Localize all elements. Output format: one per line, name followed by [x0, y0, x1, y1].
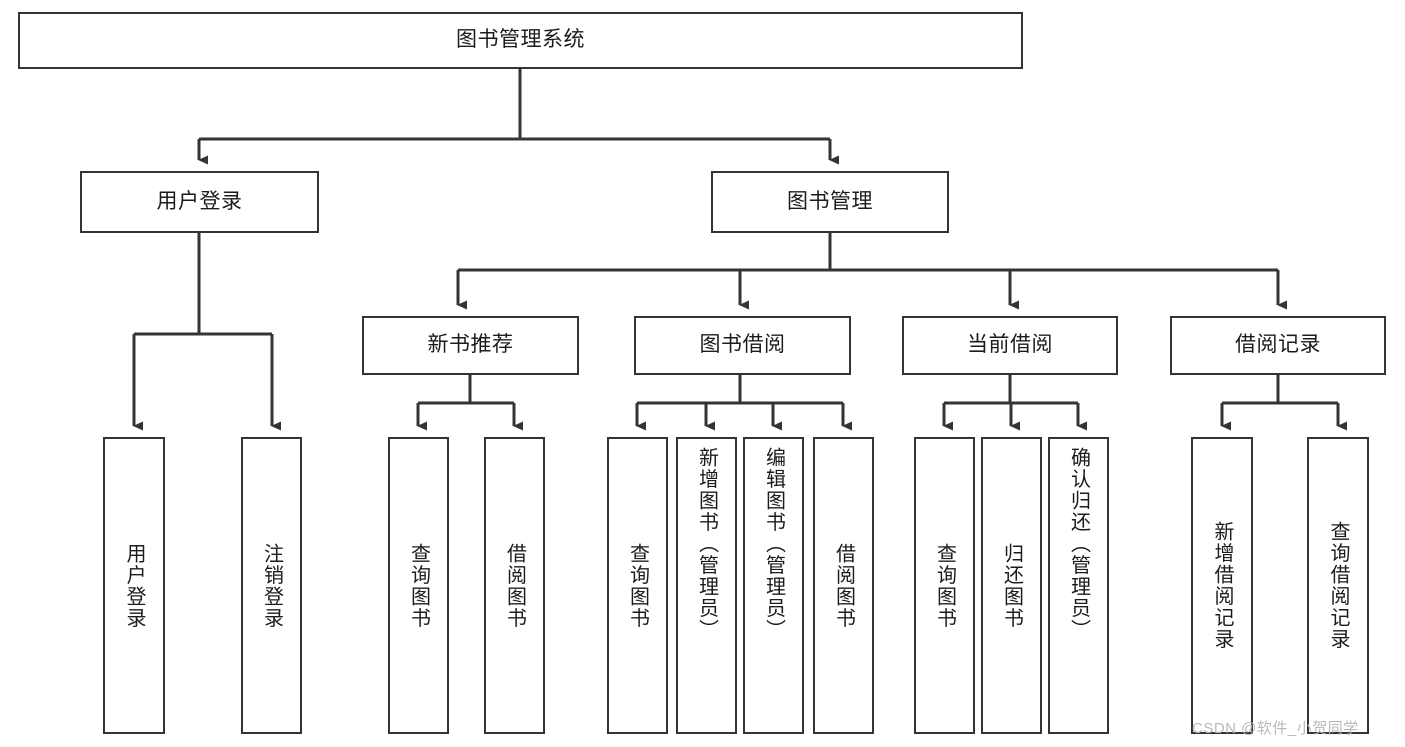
- node-leaf-add-book[interactable]: 新增图书（管理员）: [676, 437, 737, 734]
- node-book-borrow-label: 图书借阅: [699, 333, 786, 357]
- node-leaf-edit-book[interactable]: 编辑图书（管理员）: [743, 437, 804, 734]
- node-new-book-recommend-label: 新书推荐: [427, 333, 514, 357]
- node-leaf-query-book-3[interactable]: 查询图书: [914, 437, 975, 734]
- node-leaf-borrow-book-2-label: 借阅图书: [832, 542, 855, 629]
- node-book-borrow[interactable]: 图书借阅: [634, 316, 851, 375]
- node-book-management[interactable]: 图书管理: [711, 171, 949, 233]
- node-root-label: 图书管理系统: [456, 28, 585, 52]
- node-leaf-logout[interactable]: 注销登录: [241, 437, 302, 734]
- node-leaf-query-borrow-record-label: 查询借阅记录: [1327, 521, 1349, 650]
- node-user-login[interactable]: 用户登录: [80, 171, 319, 233]
- node-leaf-borrow-book-1[interactable]: 借阅图书: [484, 437, 545, 734]
- node-leaf-borrow-book-2[interactable]: 借阅图书: [813, 437, 874, 734]
- node-book-management-label: 图书管理: [787, 189, 873, 213]
- node-user-login-label: 用户登录: [156, 189, 243, 213]
- node-leaf-confirm-return-label: 确认归还（管理员）: [1067, 447, 1090, 641]
- node-leaf-user-login-label: 用户登录: [123, 542, 145, 629]
- node-leaf-add-book-label: 新增图书（管理员）: [695, 447, 718, 641]
- node-leaf-add-borrow-record-label: 新增借阅记录: [1211, 521, 1233, 650]
- node-leaf-user-login[interactable]: 用户登录: [103, 437, 165, 734]
- node-leaf-query-borrow-record[interactable]: 查询借阅记录: [1307, 437, 1369, 734]
- node-leaf-confirm-return[interactable]: 确认归还（管理员）: [1048, 437, 1109, 734]
- node-leaf-query-book-2[interactable]: 查询图书: [607, 437, 668, 734]
- node-borrow-record-label: 借阅记录: [1235, 333, 1321, 357]
- node-current-borrow[interactable]: 当前借阅: [902, 316, 1118, 375]
- node-new-book-recommend[interactable]: 新书推荐: [362, 316, 579, 375]
- node-leaf-query-book-1-label: 查询图书: [407, 542, 430, 629]
- node-leaf-borrow-book-1-label: 借阅图书: [503, 542, 526, 629]
- node-root[interactable]: 图书管理系统: [18, 12, 1023, 69]
- node-borrow-record[interactable]: 借阅记录: [1170, 316, 1386, 375]
- node-leaf-logout-label: 注销登录: [260, 542, 283, 629]
- node-leaf-return-book[interactable]: 归还图书: [981, 437, 1042, 734]
- node-leaf-add-borrow-record[interactable]: 新增借阅记录: [1191, 437, 1253, 734]
- node-leaf-query-book-1[interactable]: 查询图书: [388, 437, 449, 734]
- node-current-borrow-label: 当前借阅: [967, 333, 1053, 357]
- node-leaf-return-book-label: 归还图书: [1000, 542, 1023, 629]
- node-leaf-query-book-3-label: 查询图书: [933, 542, 956, 629]
- node-leaf-query-book-2-label: 查询图书: [626, 542, 649, 629]
- node-leaf-edit-book-label: 编辑图书（管理员）: [762, 447, 785, 641]
